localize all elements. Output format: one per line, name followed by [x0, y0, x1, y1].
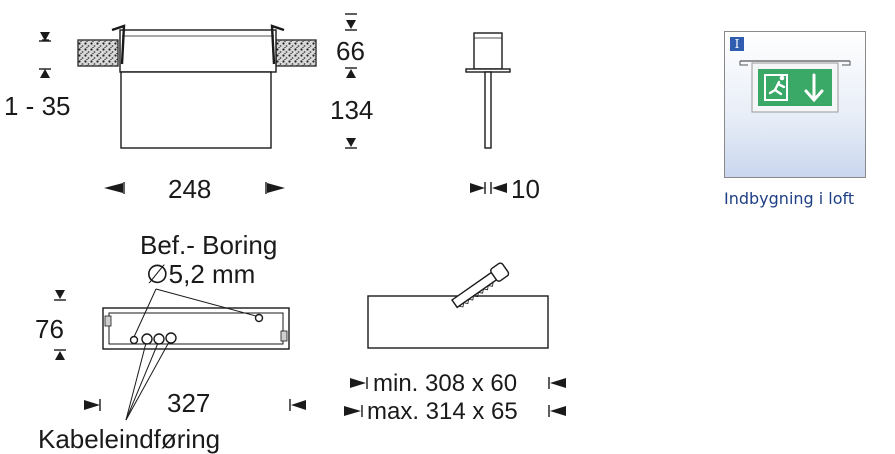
fixing-hole-title: Bef.- Boring — [140, 230, 278, 260]
side-width-label: 10 — [511, 174, 540, 204]
width-label: 248 — [168, 174, 212, 204]
body-height-label: 134 — [330, 95, 374, 125]
panel-badge: I — [730, 37, 744, 51]
depth-label: 76 — [35, 314, 64, 344]
front-view — [39, 13, 357, 194]
fixing-hole-diameter: ∅5,2 mm — [146, 259, 256, 289]
cutout-max-label: max. 314 x 65 — [367, 398, 518, 425]
top-height-label: 66 — [336, 36, 365, 66]
ceiling-thickness-label: 1 - 35 — [4, 91, 71, 121]
side-view — [465, 32, 511, 194]
fixing-hole — [254, 313, 264, 323]
top-view — [54, 288, 306, 421]
housing-top — [119, 29, 277, 73]
length-label: 327 — [167, 388, 211, 418]
arrow-down-icon — [804, 73, 824, 103]
panel-caption: Indbygning i loft — [724, 189, 855, 208]
product-panel: I — [724, 31, 866, 178]
cable-entry-label: Kabeleindføring — [38, 424, 221, 454]
saw-icon — [451, 262, 510, 309]
luminaire-body — [120, 71, 272, 149]
ceiling-left — [77, 39, 119, 67]
luminaire-sign — [739, 60, 851, 113]
ceiling-right — [275, 39, 317, 67]
ceiling-cutout — [344, 262, 566, 417]
cutout-min-label: min. 308 x 60 — [373, 370, 518, 397]
running-man-icon — [764, 74, 788, 101]
